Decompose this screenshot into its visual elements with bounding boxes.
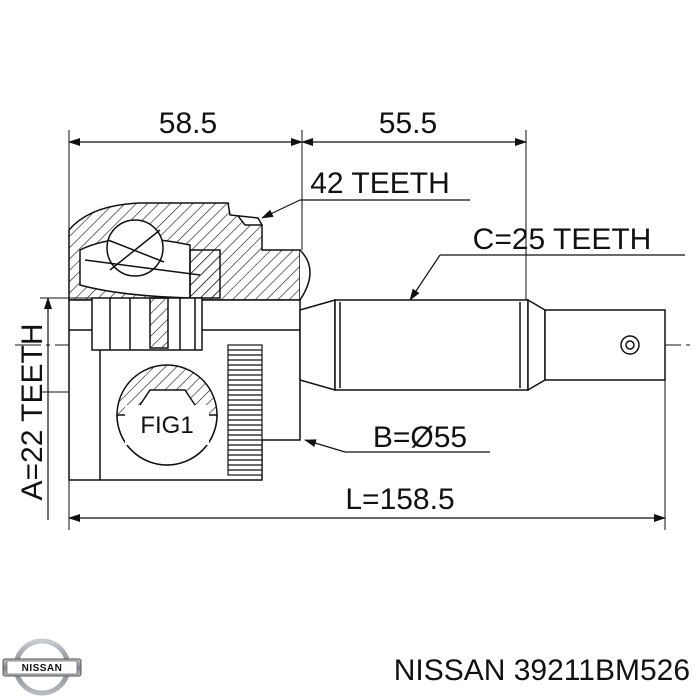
dim-55-5-label: 55.5: [379, 107, 437, 140]
spline-c-teeth-label: C=25 TEETH: [473, 223, 652, 256]
part-number-label: NISSAN 39211BM526: [394, 654, 690, 687]
nissan-logo: [2, 638, 82, 696]
stub-shaft: [299, 249, 666, 392]
abs-tone-ring: [227, 344, 263, 476]
fig1-circle: [116, 364, 218, 466]
inner-race: [91, 297, 203, 351]
dimension-lines: [44, 138, 685, 522]
length-l-label: L=158.5: [345, 483, 454, 516]
diameter-b-label: B=Ø55: [373, 421, 467, 454]
fig1-label: FIG1: [140, 412, 193, 439]
dim-58-5-label: 58.5: [159, 107, 217, 140]
ball-cage: [79, 219, 221, 299]
spline-42-teeth-label: 42 TEETH: [310, 167, 450, 200]
nissan-logo-text: NISSAN: [22, 663, 63, 674]
spline-a-teeth-label: A=22 TEETH: [16, 323, 49, 500]
